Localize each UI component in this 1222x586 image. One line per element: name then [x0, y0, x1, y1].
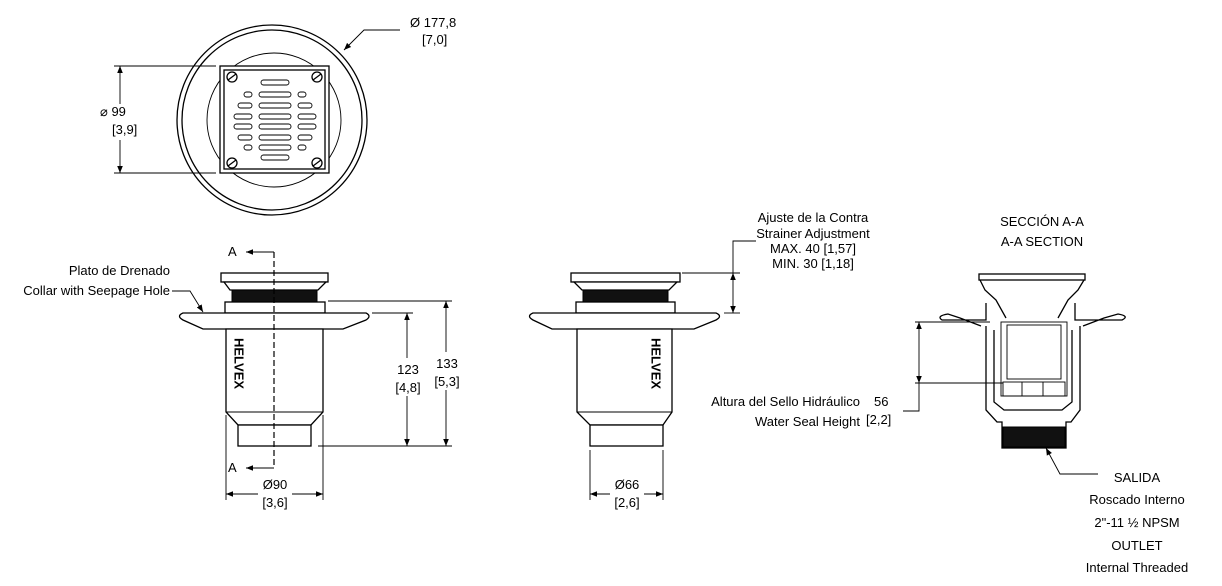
height-133-mm: 133: [436, 356, 458, 371]
outlet-diameter-in: [2,6]: [614, 495, 639, 510]
height-133-in: [5,3]: [434, 374, 459, 389]
seal-label-en: Water Seal Height: [755, 414, 860, 429]
outlet-line: Roscado Interno: [1089, 492, 1184, 507]
outlet-diameter-mm: Ø66: [615, 477, 640, 492]
seal-height-in: [2,2]: [866, 412, 891, 427]
outlet-line: 2"-11 ½ NPSM: [1094, 515, 1179, 530]
section-title-es: SECCIÓN A-A: [1000, 214, 1084, 229]
section-mark-top: A: [228, 244, 237, 259]
outer-diameter-mm: Ø 177,8: [410, 15, 456, 30]
section-mark-bottom: A: [228, 460, 237, 475]
outer-diameter-in: [7,0]: [422, 32, 447, 47]
height-123-in: [4,8]: [395, 380, 420, 395]
front-view: HELVEX A A Plato de Drenado Collar with …: [23, 244, 459, 510]
outlet-line: OUTLET: [1111, 538, 1162, 553]
collar-label-es: Plato de Drenado: [69, 263, 170, 278]
screw-icons: [226, 71, 323, 169]
seal-height-mm: 56: [874, 394, 888, 409]
brand-mark: HELVEX: [232, 338, 247, 389]
outlet-line: SALIDA: [1114, 470, 1161, 485]
body-diameter-mm: Ø90: [263, 477, 288, 492]
seal-label-es: Altura del Sello Hidráulico: [711, 394, 860, 409]
adjust-label-es: Ajuste de la Contra: [758, 210, 869, 225]
section-title-en: A-A SECTION: [1001, 234, 1083, 249]
square-size-mm: ⌀ 99: [100, 104, 126, 119]
top-view: ⌀ 99 [3,9] Ø 177,8 [7,0]: [100, 15, 456, 216]
body-diameter-in: [3,6]: [262, 495, 287, 510]
outlet-label: SALIDA Roscado Interno 2"-11 ½ NPSM OUTL…: [1086, 470, 1188, 575]
brand-mark-side: HELVEX: [649, 338, 664, 389]
collar-label-en: Collar with Seepage Hole: [23, 283, 170, 298]
section-view: SECCIÓN A-A A-A SECTION Altura del Sello…: [711, 214, 1188, 575]
square-size-in: [3,9]: [112, 122, 137, 137]
adjust-min: MIN. 30 [1,18]: [772, 256, 854, 271]
side-view: HELVEX Ajuste de la Contra Strainer Adju…: [528, 210, 870, 510]
outlet-line: Internal Threaded: [1086, 560, 1188, 575]
adjust-max: MAX. 40 [1,57]: [770, 241, 856, 256]
grate-slots: [233, 79, 317, 161]
adjust-label-en: Strainer Adjustment: [756, 226, 870, 241]
height-123-mm: 123: [397, 362, 419, 377]
